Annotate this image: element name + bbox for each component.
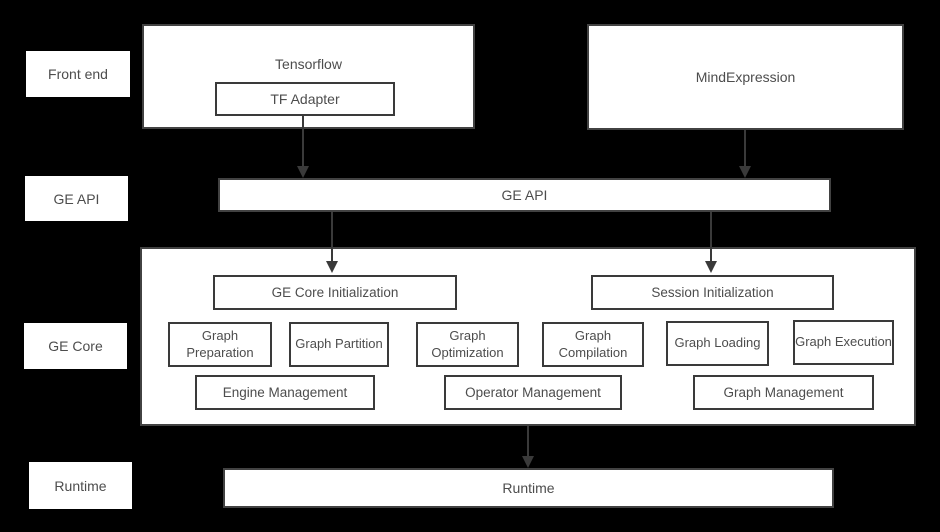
tensorflow-label: Tensorflow	[275, 56, 342, 72]
mindexpression-box: MindExpression	[587, 24, 904, 130]
layer-label-text: Runtime	[54, 477, 107, 494]
operator-management-label: Operator Management	[465, 385, 601, 400]
ge-core-initialization-label: GE Core Initialization	[271, 285, 399, 300]
layer-label-text: GE Core	[48, 338, 103, 354]
layer-label-runtime: Runtime	[29, 462, 132, 509]
runtime-label: Runtime	[502, 480, 555, 496]
mindexpression-label: MindExpression	[695, 69, 796, 85]
graph-partition-label: Graph Partition	[295, 336, 383, 352]
arrow-down-icon	[297, 166, 309, 178]
arrow-down-icon	[739, 166, 751, 178]
layer-label-text: GE API	[53, 190, 100, 207]
session-initialization-box: Session Initialization	[591, 275, 834, 310]
arrow-down-icon	[522, 456, 534, 468]
ge-api-label: GE API	[501, 187, 548, 203]
graph-management-box: Graph Management	[693, 375, 874, 410]
graph-compilation-label: Graph Compilation	[558, 328, 628, 360]
graph-execution-box: Graph Execution	[793, 320, 894, 365]
graph-execution-label: Graph Execution	[795, 334, 892, 350]
graph-compilation-box: Graph Compilation	[542, 322, 644, 367]
layer-label-ge-core: GE Core	[24, 323, 127, 369]
ge-core-initialization-box: GE Core Initialization	[213, 275, 457, 310]
ge-api-bar: GE API	[218, 178, 831, 212]
graph-optimization-label: Graph Optimization	[431, 328, 504, 360]
layer-label-ge-api: GE API	[25, 176, 128, 221]
graph-optimization-box: Graph Optimization	[416, 322, 519, 367]
arrow-mindexpression-to-ge-api	[744, 130, 746, 168]
engine-management-box: Engine Management	[195, 375, 375, 410]
tf-adapter-box: TF Adapter	[215, 82, 395, 116]
graph-loading-box: Graph Loading	[666, 321, 769, 366]
engine-management-label: Engine Management	[222, 385, 348, 400]
arrow-ge-core-to-runtime	[527, 426, 529, 457]
graph-preparation-label: Graph Preparation	[186, 328, 254, 360]
tensorflow-box: Tensorflow TF Adapter	[142, 24, 475, 129]
ge-core-box: GE Core Initialization Session Initializ…	[140, 247, 916, 426]
graph-management-label: Graph Management	[723, 385, 844, 400]
graph-preparation-box: Graph Preparation	[168, 322, 272, 367]
layer-label-text: Front end	[48, 66, 108, 82]
operator-management-box: Operator Management	[444, 375, 622, 410]
graph-loading-label: Graph Loading	[674, 335, 761, 351]
tf-adapter-label: TF Adapter	[270, 91, 340, 107]
runtime-bar: Runtime	[223, 468, 834, 508]
session-initialization-label: Session Initialization	[651, 285, 774, 300]
layer-label-front-end: Front end	[26, 51, 130, 97]
graph-partition-box: Graph Partition	[289, 322, 389, 367]
